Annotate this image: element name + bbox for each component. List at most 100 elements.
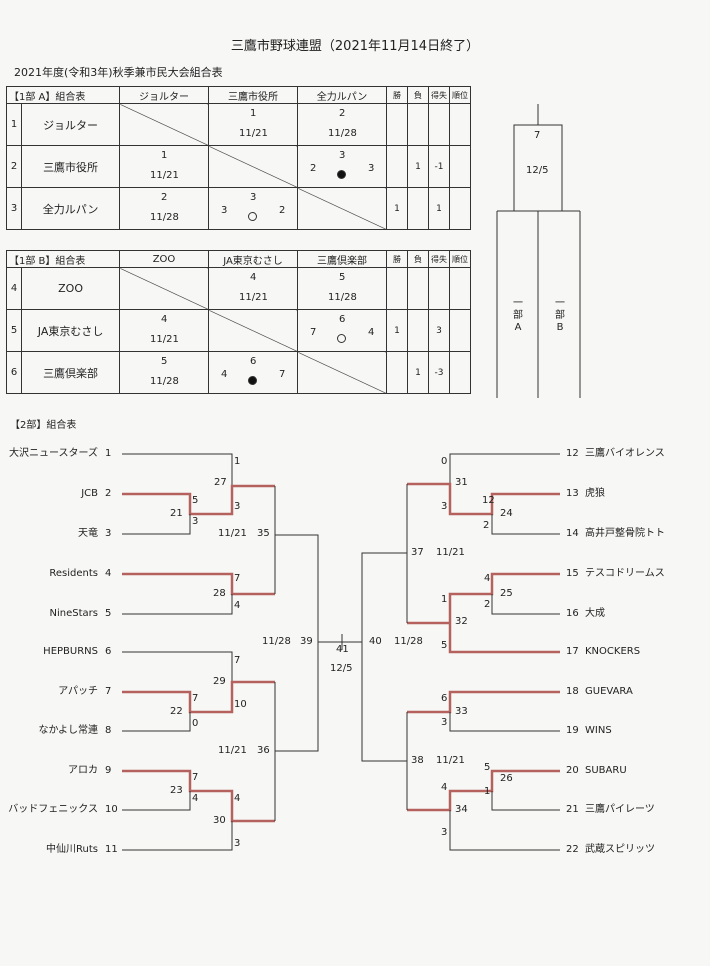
team-name: NineStars bbox=[49, 608, 98, 619]
team-name: 大沢ニュースターズ bbox=[9, 448, 98, 459]
team-name: 三鷹パイレーツ bbox=[585, 804, 655, 815]
match-number: 6 bbox=[250, 356, 257, 367]
match-date: 11/21 bbox=[218, 745, 247, 756]
team-name: 高井戸整骨院トト bbox=[585, 528, 665, 539]
bracket-line bbox=[449, 810, 560, 851]
score-right: 3 bbox=[368, 163, 375, 174]
bracket-score: 34 bbox=[455, 804, 468, 815]
match-number: 1 bbox=[161, 150, 168, 161]
bracket-score: 3 bbox=[192, 516, 199, 527]
score-right: 4 bbox=[368, 327, 375, 338]
bracket-score: 25 bbox=[500, 588, 513, 599]
bracket-score: 1 bbox=[484, 786, 491, 797]
team-name: GUEVARA bbox=[585, 686, 633, 697]
match-date: 11/28 bbox=[150, 212, 179, 223]
bracket-score: 2 bbox=[483, 520, 490, 531]
bracket-line bbox=[448, 572, 560, 654]
team-name: アパッチ bbox=[58, 686, 98, 697]
team-name: 武蔵スピリッツ bbox=[585, 844, 655, 855]
match-date: 11/21 bbox=[436, 755, 465, 766]
match-date: 11/21 bbox=[218, 528, 247, 539]
score-left: 2 bbox=[310, 163, 317, 174]
bracket-score: 33 bbox=[455, 706, 468, 717]
loss-circle-icon bbox=[248, 376, 257, 385]
bracket-score: 7 bbox=[234, 655, 241, 666]
team-number: 9 bbox=[105, 765, 112, 776]
bracket-line bbox=[275, 534, 319, 642]
match-date: 11/21 bbox=[150, 334, 179, 345]
match-cell: 6 4 7 bbox=[208, 351, 298, 394]
team-name: テスコドリームス bbox=[585, 568, 665, 579]
team-number: 8 bbox=[105, 725, 112, 736]
team-number: 10 bbox=[105, 804, 118, 815]
bracket-line bbox=[275, 642, 319, 752]
bracket-score: 3 bbox=[441, 717, 448, 728]
team-number: 6 bbox=[5, 351, 23, 394]
match-date: 11/21 bbox=[150, 170, 179, 181]
score-left: 4 bbox=[221, 369, 228, 380]
match-number: 2 bbox=[339, 108, 346, 119]
bracket-line bbox=[449, 712, 560, 732]
match-date: 11/28 bbox=[150, 376, 179, 387]
bracket-score: 7 bbox=[192, 772, 199, 783]
match-number: 41 bbox=[336, 644, 349, 655]
bracket-line bbox=[407, 769, 560, 812]
bracket-line bbox=[122, 514, 191, 535]
match-number: 2 bbox=[161, 192, 168, 203]
bracket-score: 26 bbox=[500, 773, 513, 784]
bracket-line bbox=[122, 594, 233, 615]
match-date: 11/28 bbox=[394, 636, 423, 647]
match-date: 11/21 bbox=[239, 292, 268, 303]
bracket-score: 4 bbox=[234, 793, 241, 804]
bracket-line bbox=[407, 482, 560, 516]
team-name: アロカ bbox=[68, 765, 98, 776]
loss-circle-icon bbox=[337, 170, 346, 179]
match-number: 3 bbox=[250, 192, 257, 203]
score-right: 2 bbox=[279, 205, 286, 216]
match-number: 37 bbox=[411, 547, 424, 558]
team-number: 6 bbox=[105, 646, 112, 657]
match-cell: 2 11/28 bbox=[119, 187, 209, 230]
win-circle-icon bbox=[248, 212, 257, 221]
team-name: 虎狼 bbox=[585, 488, 605, 499]
div1-a-label: 一 部 A bbox=[513, 298, 523, 333]
bracket-line bbox=[122, 712, 191, 732]
bracket-score: 31 bbox=[455, 477, 468, 488]
team-number: 20 bbox=[566, 765, 579, 776]
match-number: 39 bbox=[300, 636, 313, 647]
team-number: 16 bbox=[566, 608, 579, 619]
self-cell bbox=[119, 103, 209, 146]
team-name: 天竜 bbox=[78, 528, 98, 539]
bracket-line bbox=[449, 453, 560, 484]
match-number: 5 bbox=[339, 272, 346, 283]
bracket-line bbox=[361, 552, 407, 642]
match-number: 1 bbox=[250, 108, 257, 119]
team-number: 14 bbox=[566, 528, 579, 539]
bracket-line bbox=[122, 821, 233, 851]
team-name: Residents bbox=[49, 568, 98, 579]
score-right: 7 bbox=[279, 369, 286, 380]
self-cell bbox=[208, 309, 298, 352]
team-number: 21 bbox=[566, 804, 579, 815]
bracket-score: 7 bbox=[192, 693, 199, 704]
div1-final-match: 7 bbox=[534, 130, 541, 141]
match-number: 6 bbox=[339, 314, 346, 325]
page-title: 三鷹市野球連盟（2021年11月14日終了） bbox=[230, 39, 480, 54]
bracket-score: 7 bbox=[234, 573, 241, 584]
bracket-line bbox=[122, 453, 233, 486]
page-subtitle: 2021年度(令和3年)秋季兼市民大会組合表 bbox=[14, 66, 223, 79]
team-number: 13 bbox=[566, 488, 579, 499]
bracket-line bbox=[122, 769, 275, 823]
bracket-line bbox=[122, 484, 275, 516]
team-name: WINS bbox=[585, 725, 612, 736]
bracket-score: 4 bbox=[441, 782, 448, 793]
